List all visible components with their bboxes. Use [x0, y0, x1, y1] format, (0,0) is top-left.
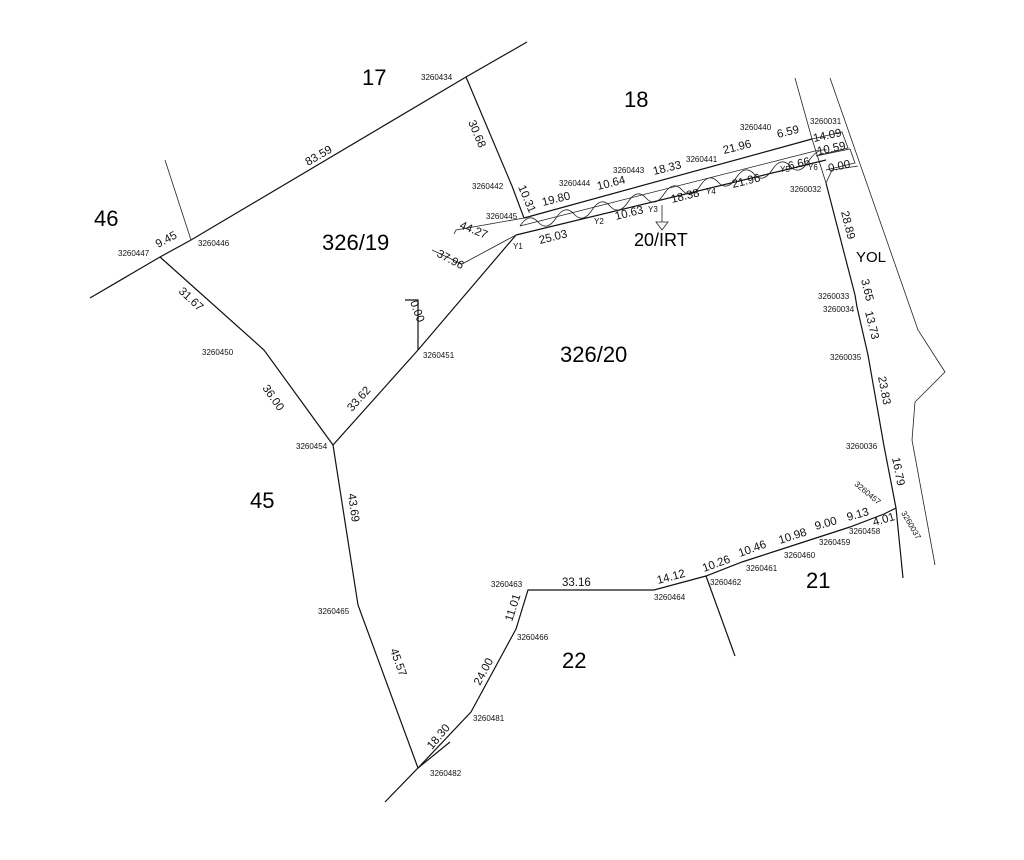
point-label: 3260034 [823, 305, 855, 314]
point-label: 3260033 [818, 292, 850, 301]
distance-label: 28.89 [838, 210, 857, 241]
point-label: 3260465 [318, 607, 350, 616]
distance-label: 10.31 [515, 183, 537, 214]
point-label: 3260454 [296, 442, 328, 451]
distance-label: 18.33 [652, 159, 683, 178]
distance-labels: 83.59 30.68 10.31 9.45 31.67 36.00 33.62… [154, 118, 907, 751]
distance-label: 9.00 [814, 515, 839, 533]
distance-label: 14.12 [656, 568, 687, 587]
point-label: 3260434 [421, 73, 453, 82]
distance-label: 31.67 [176, 285, 205, 313]
y-label: Y1 [513, 242, 523, 251]
distance-label: 18.38 [670, 187, 701, 206]
point-label: 3260458 [849, 527, 881, 536]
distance-label: 10.63 [614, 204, 645, 223]
y-label: Y2 [594, 217, 604, 226]
point-label: 3260459 [819, 538, 851, 547]
point-label: 3260447 [118, 249, 150, 258]
point-label: 3260451 [423, 351, 455, 360]
y-point-labels: Y1 Y2 Y3 Y4 Y5 Y6 [513, 163, 818, 251]
parcel-21: 21 [806, 568, 830, 593]
parcel-17: 17 [362, 65, 386, 90]
y-label: Y4 [706, 187, 716, 196]
distance-label: 25.03 [538, 228, 569, 247]
distance-label: 16.79 [889, 456, 906, 487]
point-label: 3260441 [686, 155, 718, 164]
parcel-326-20: 326/20 [560, 342, 627, 367]
distance-label: 13.73 [862, 310, 881, 341]
distance-label: 36.00 [260, 383, 286, 413]
point-label: 3260482 [430, 769, 462, 778]
y-label: Y5 [780, 165, 790, 174]
point-label: 3260463 [491, 580, 523, 589]
point-label: 3260444 [559, 179, 591, 188]
distance-label: 30.68 [465, 118, 487, 149]
distance-label: 9.45 [154, 230, 179, 251]
distance-label: 6.59 [776, 124, 801, 141]
point-label: 3260450 [202, 348, 234, 357]
boundary-lines [89, 41, 946, 803]
point-label: 3260445 [486, 212, 518, 221]
distance-label: 10.46 [737, 539, 768, 560]
distance-label: 10.59 [816, 140, 847, 158]
point-label: 3260443 [613, 166, 645, 175]
point-label: 3260032 [790, 185, 822, 194]
distance-label: 44.27 [458, 220, 489, 242]
distance-label: 21.96 [722, 138, 753, 157]
distance-label: 43.69 [345, 493, 361, 523]
distance-label: 33.16 [562, 577, 591, 589]
point-label: 3260031 [810, 117, 842, 126]
distance-label: 83.59 [304, 144, 335, 169]
point-labels: 3260434 3260442 3260445 3260446 3260447 … [118, 73, 923, 778]
distance-label: 10.98 [777, 527, 808, 547]
distance-label: 37.96 [435, 248, 466, 272]
distance-label: 33.62 [345, 385, 373, 414]
parcel-45: 45 [250, 488, 274, 513]
parcel-326-19: 326/19 [322, 230, 389, 255]
distance-label: 4.01 [872, 511, 897, 529]
distance-label: 0.00 [827, 159, 851, 175]
y-label: Y6 [808, 163, 818, 172]
parcel-22: 22 [562, 648, 586, 673]
distance-label: 11.01 [503, 593, 523, 623]
road-label: YOL [856, 249, 886, 266]
distance-label: 14.09 [812, 127, 843, 145]
distance-label: 6.66 [787, 156, 812, 173]
y-label: Y3 [648, 205, 658, 214]
point-label: 3260464 [654, 593, 686, 602]
point-label: 3260461 [746, 564, 778, 573]
point-label: 3260462 [710, 578, 742, 587]
distance-label: 23.83 [875, 375, 892, 406]
distance-label: 21.96 [731, 172, 762, 191]
parcel-20-irt: 20/IRT [634, 230, 688, 250]
point-label: 3260037 [899, 510, 923, 542]
point-label: 3260481 [473, 714, 505, 723]
distance-label: 3.65 [858, 278, 875, 303]
distance-label: 9.13 [846, 506, 871, 524]
point-label: 3260440 [740, 123, 772, 132]
point-label: 3260442 [472, 182, 504, 191]
point-label: 3260036 [846, 442, 878, 451]
parcel-labels: 17 18 46 45 21 22 326/19 326/20 20/IRT Y… [94, 65, 886, 673]
distance-label: 10.64 [596, 174, 627, 193]
point-label: 3260035 [830, 353, 862, 362]
point-label: 3260466 [517, 633, 549, 642]
point-label: 3260460 [784, 551, 816, 560]
point-label: 3260446 [198, 239, 230, 248]
point-label: 3260457 [853, 480, 883, 507]
parcel-18: 18 [624, 87, 648, 112]
distance-label: 45.57 [387, 647, 408, 678]
distance-label: 18.30 [425, 722, 453, 752]
parcel-46: 46 [94, 206, 118, 231]
distance-label: 0.00 [407, 299, 426, 324]
